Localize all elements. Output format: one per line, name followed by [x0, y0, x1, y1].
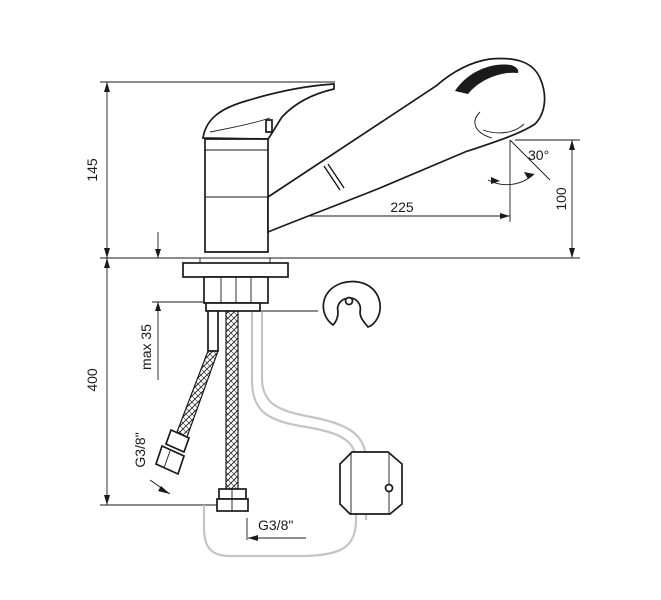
- faucet-body: [204, 138, 269, 253]
- hose-weight: [339, 451, 403, 515]
- shower-hose-guide-inner: [260, 312, 368, 520]
- inlet-pipe-angled: [154, 310, 219, 476]
- mounting-nut: [203, 276, 269, 312]
- label-max-thickness: max 35: [138, 324, 154, 370]
- label-height-below: 400: [84, 368, 100, 392]
- label-angle: 30°: [528, 147, 549, 163]
- label-thread-left: G3/8": [132, 432, 148, 467]
- dimension-angle: 30°: [487, 139, 551, 186]
- label-spout-height: 100: [553, 187, 569, 211]
- dimension-thread-left: G3/8": [132, 432, 171, 495]
- horseshoe-washer: [260, 280, 381, 328]
- lever-handle: [202, 83, 335, 140]
- dimension-height-below: 400: [84, 258, 110, 505]
- dimension-height-above: 145: [84, 82, 110, 258]
- dimension-max-thickness: max 35: [138, 232, 208, 380]
- label-height-above: 145: [84, 158, 100, 182]
- label-thread-bottom: G3/8": [258, 517, 293, 533]
- pull-out-spout: [267, 57, 546, 234]
- inlet-pipe-straight: [216, 310, 249, 512]
- label-reach: 225: [390, 199, 414, 215]
- dimension-spout-height: 100: [515, 139, 580, 258]
- dimension-thread-bottom: G3/8": [246, 517, 306, 541]
- base-plate: [182, 258, 289, 278]
